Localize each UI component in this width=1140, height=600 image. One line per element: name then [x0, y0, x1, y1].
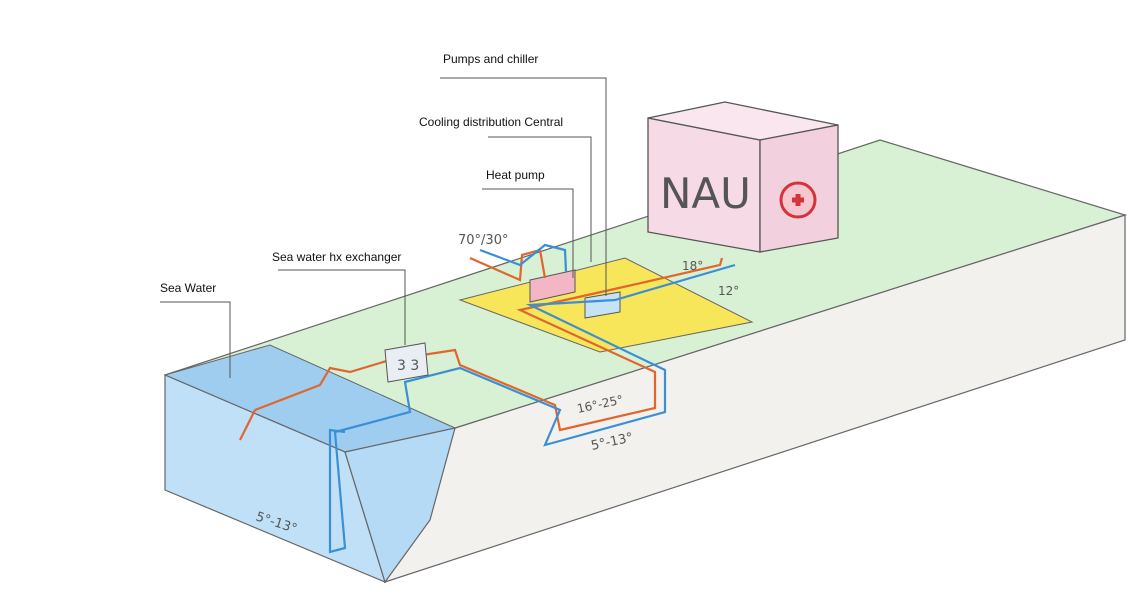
label-sea-water: Sea Water: [160, 281, 217, 295]
building-name: NAU: [660, 169, 751, 218]
label-sea-water-hx-exchanger: Sea water hx exchanger: [272, 250, 402, 264]
building-return-temp: 18°: [682, 259, 703, 273]
svg-text:3 3: 3 3: [397, 358, 419, 374]
hx-exchanger-box: [384, 342, 429, 383]
supply-temp-text: 70°/30°: [458, 233, 508, 248]
label-cooling-distribution-central: Cooling distribution Central: [419, 115, 564, 129]
heat-pump-box: [529, 269, 576, 303]
leader-lines: [160, 77, 607, 378]
label-pumps-and-chiller: Pumps and chiller: [443, 52, 539, 66]
label-heat-pump: Heat pump: [486, 168, 545, 182]
building-supply-temp: 12°: [718, 284, 739, 298]
chiller-box: [584, 291, 621, 319]
sea-side: [344, 427, 456, 584]
pipes: [239, 243, 736, 554]
